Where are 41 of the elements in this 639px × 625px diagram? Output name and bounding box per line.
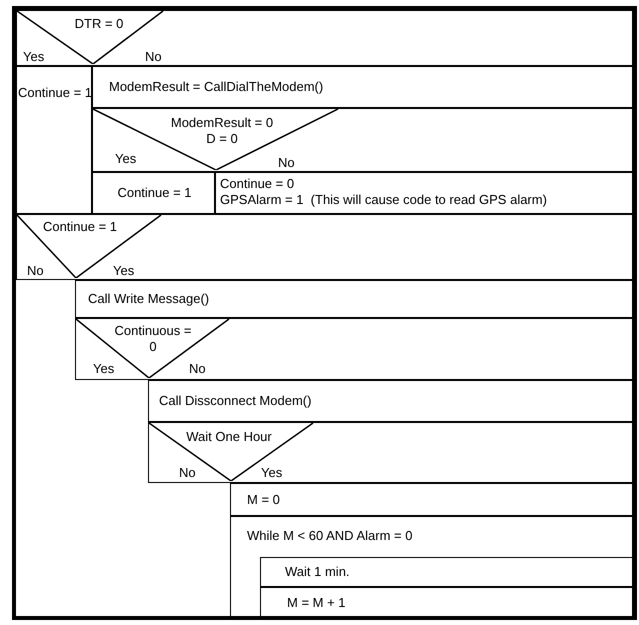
process-box (148, 380, 633, 422)
branch-label: No (27, 263, 44, 279)
decision-block (75, 318, 633, 380)
branch-label: No (278, 155, 295, 171)
loop-condition-text: While M < 60 AND Alarm = 0 (247, 528, 412, 544)
process-box (215, 172, 633, 214)
decision-block (92, 108, 633, 172)
branch-label: Yes (261, 465, 282, 481)
process-box (260, 557, 634, 587)
condition-text: Continuous = 0 (114, 323, 192, 355)
loop-block (230, 516, 633, 617)
condition-text: DTR = 0 (74, 16, 124, 32)
statement-text: Call Dissconnect Modem() (159, 393, 312, 409)
statement-text: Call Write Message() (88, 291, 210, 307)
branch-label: Yes (115, 151, 136, 167)
statement-text: M = 0 (247, 492, 280, 508)
branch-label: Yes (113, 263, 134, 279)
statement-text: GPSAlarm = 1 (This will cause code to read GPS alarm) (220, 192, 547, 208)
statement-text: Continue = 0 (220, 176, 294, 192)
process-box (230, 483, 633, 516)
branch-label: No (189, 361, 206, 377)
process-box (16, 66, 92, 214)
branch-label: No (145, 49, 162, 65)
statement-text: ModemResult = CallDialTheModem() (109, 79, 324, 95)
decision-block (16, 10, 633, 66)
statement-text: Continue = 1 (17, 85, 93, 101)
branch-label: Yes (93, 361, 114, 377)
branch-label: No (179, 465, 196, 481)
process-box (260, 587, 634, 618)
condition-text: ModemResult = 0 D = 0 (170, 115, 274, 147)
branch-label: Yes (23, 49, 44, 65)
statement-text: Wait 1 min. (285, 564, 350, 580)
process-box (75, 280, 633, 318)
process-box (92, 66, 633, 108)
condition-text: Continue = 1 (42, 219, 118, 235)
statement-text: M = M + 1 (287, 595, 346, 611)
statement-text: Continue = 1 (116, 185, 193, 201)
decision-block (16, 214, 633, 280)
condition-text: Wait One Hour (185, 429, 273, 445)
process-box (92, 172, 215, 214)
decision-block (148, 422, 633, 483)
